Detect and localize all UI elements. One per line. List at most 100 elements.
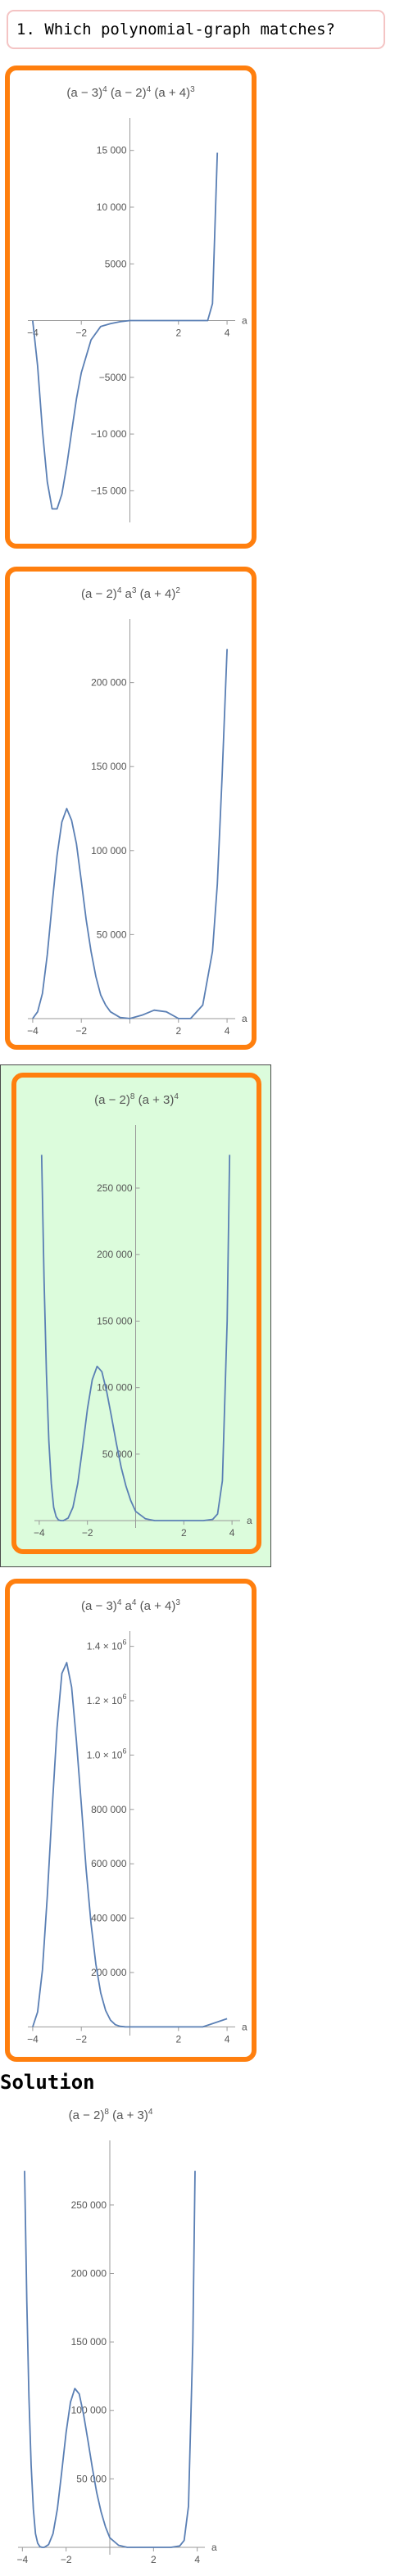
y-tick-label: 100 000 [91, 845, 127, 856]
y-tick-label: 600 000 [91, 1858, 127, 1869]
title-factor: (a − 2) [94, 1093, 130, 1107]
y-tick-text: 50 000 [76, 2473, 107, 2484]
y-tick-label: 1.4 × 106 [87, 1638, 127, 1652]
title-factor: (a + 4) [136, 587, 175, 601]
x-tick-label: 2 [175, 328, 181, 339]
x-tick-label: −2 [75, 2033, 87, 2045]
polynomial-curve [40, 1155, 231, 1521]
solution-heading: Solution [0, 2071, 95, 2094]
x-axis-label: a [242, 2021, 247, 2032]
y-tick-label: 50 000 [76, 2473, 107, 2484]
x-tick-label: −2 [82, 1527, 93, 1539]
question-number: 1. [16, 20, 35, 38]
question-text: Which polynomial-graph matches? [44, 20, 335, 38]
y-tick-label: 150 000 [71, 2336, 107, 2348]
y-tick-text: 100 000 [91, 845, 127, 856]
x-tick-label: −2 [75, 1025, 87, 1037]
y-tick-label: 150 000 [91, 761, 127, 772]
title-factor: a [121, 587, 132, 601]
plot-title: (a − 2)4 a3 (a + 4)2 [81, 586, 180, 601]
title-factor: (a + 3) [109, 2108, 148, 2122]
x-tick-label: −4 [27, 2033, 39, 2045]
title-factor: (a − 2) [69, 2108, 105, 2122]
title-exponent: 4 [148, 2108, 153, 2117]
y-tick-exponent: 6 [122, 1638, 126, 1647]
plot-title: (a − 2)8 (a + 3)4 [69, 2108, 153, 2122]
x-tick-label: 4 [225, 328, 230, 339]
y-tick-label: 250 000 [71, 2199, 107, 2211]
y-tick-label: 200 000 [97, 1249, 133, 1260]
y-tick-label: 50 000 [97, 929, 127, 940]
y-tick-label: 100 000 [97, 1382, 133, 1394]
question-prompt: 1. Which polynomial-graph matches? [7, 10, 385, 49]
y-tick-label: −15 000 [91, 485, 127, 496]
title-exponent: 4 [174, 1092, 179, 1101]
x-tick-label: 4 [194, 2554, 200, 2565]
y-tick-text: 800 000 [91, 1804, 127, 1815]
y-tick-label: 100 000 [71, 2405, 107, 2416]
y-tick-text: 200 000 [91, 677, 127, 689]
y-tick-text: 250 000 [97, 1182, 133, 1194]
plot-title: (a − 2)8 (a + 3)4 [94, 1092, 179, 1107]
title-exponent: 8 [104, 2108, 109, 2117]
x-tick-label: 2 [175, 1025, 181, 1037]
title-factor: (a − 2) [107, 86, 147, 100]
x-tick-label: 2 [181, 1527, 187, 1539]
y-tick-text: 150 000 [91, 761, 127, 772]
title-exponent: 3 [190, 85, 195, 94]
title-exponent: 3 [132, 586, 137, 595]
title-factor: a [121, 1599, 132, 1613]
title-exponent: 4 [117, 586, 122, 595]
y-tick-exponent: 6 [122, 1692, 126, 1701]
title-factor: (a − 3) [66, 86, 102, 100]
y-tick-exponent: 6 [122, 1747, 126, 1755]
title-exponent: 3 [175, 1598, 180, 1607]
y-tick-text: 200 000 [97, 1249, 133, 1260]
y-tick-label: 200 000 [91, 677, 127, 689]
y-tick-text: 150 000 [97, 1315, 133, 1326]
x-axis-label: a [242, 315, 247, 327]
y-tick-label: 50 000 [102, 1448, 133, 1460]
y-tick-text: 100 000 [71, 2405, 107, 2416]
title-factor: (a − 3) [81, 1599, 117, 1613]
title-factor: (a − 2) [81, 587, 117, 601]
x-tick-label: −4 [16, 2554, 28, 2565]
plot-title: (a − 3)4 a4 (a + 4)3 [81, 1598, 180, 1613]
x-axis-label: a [247, 1515, 252, 1526]
y-tick-text: 200 000 [91, 1967, 127, 1978]
x-tick-label: −4 [27, 328, 39, 339]
y-tick-text: 250 000 [71, 2199, 107, 2211]
y-tick-label: 150 000 [97, 1315, 133, 1326]
y-tick-text: −10 000 [91, 428, 127, 440]
x-axis-label: a [242, 1013, 247, 1024]
y-tick-label: 200 000 [91, 1967, 127, 1978]
y-tick-text: 150 000 [71, 2336, 107, 2348]
title-factor: (a + 3) [134, 1093, 174, 1107]
x-tick-label: −2 [75, 328, 87, 339]
y-tick-label: 5000 [105, 258, 127, 269]
y-tick-text: 1.2 × 10 [87, 1695, 123, 1706]
y-tick-text: 400 000 [91, 1913, 127, 1924]
x-tick-label: −4 [27, 1025, 39, 1037]
x-axis-label: a [211, 2542, 217, 2553]
title-exponent: 4 [147, 85, 152, 94]
y-tick-label: 800 000 [91, 1804, 127, 1815]
y-tick-text: 200 000 [71, 2268, 107, 2280]
y-tick-text: 5000 [105, 258, 127, 269]
x-tick-label: 4 [225, 2033, 230, 2045]
y-tick-text: 1.0 × 10 [87, 1749, 123, 1760]
polynomial-curve [24, 2171, 196, 2548]
plot-title: (a − 3)4 (a − 2)4 (a + 4)3 [66, 85, 195, 100]
y-tick-text: 1.4 × 10 [87, 1641, 123, 1652]
polynomial-curve [32, 1661, 228, 2028]
title-factor: (a + 4) [151, 86, 190, 100]
y-tick-label: 1.0 × 106 [87, 1747, 127, 1760]
x-tick-label: −2 [61, 2554, 72, 2565]
x-tick-label: 4 [225, 1025, 230, 1037]
